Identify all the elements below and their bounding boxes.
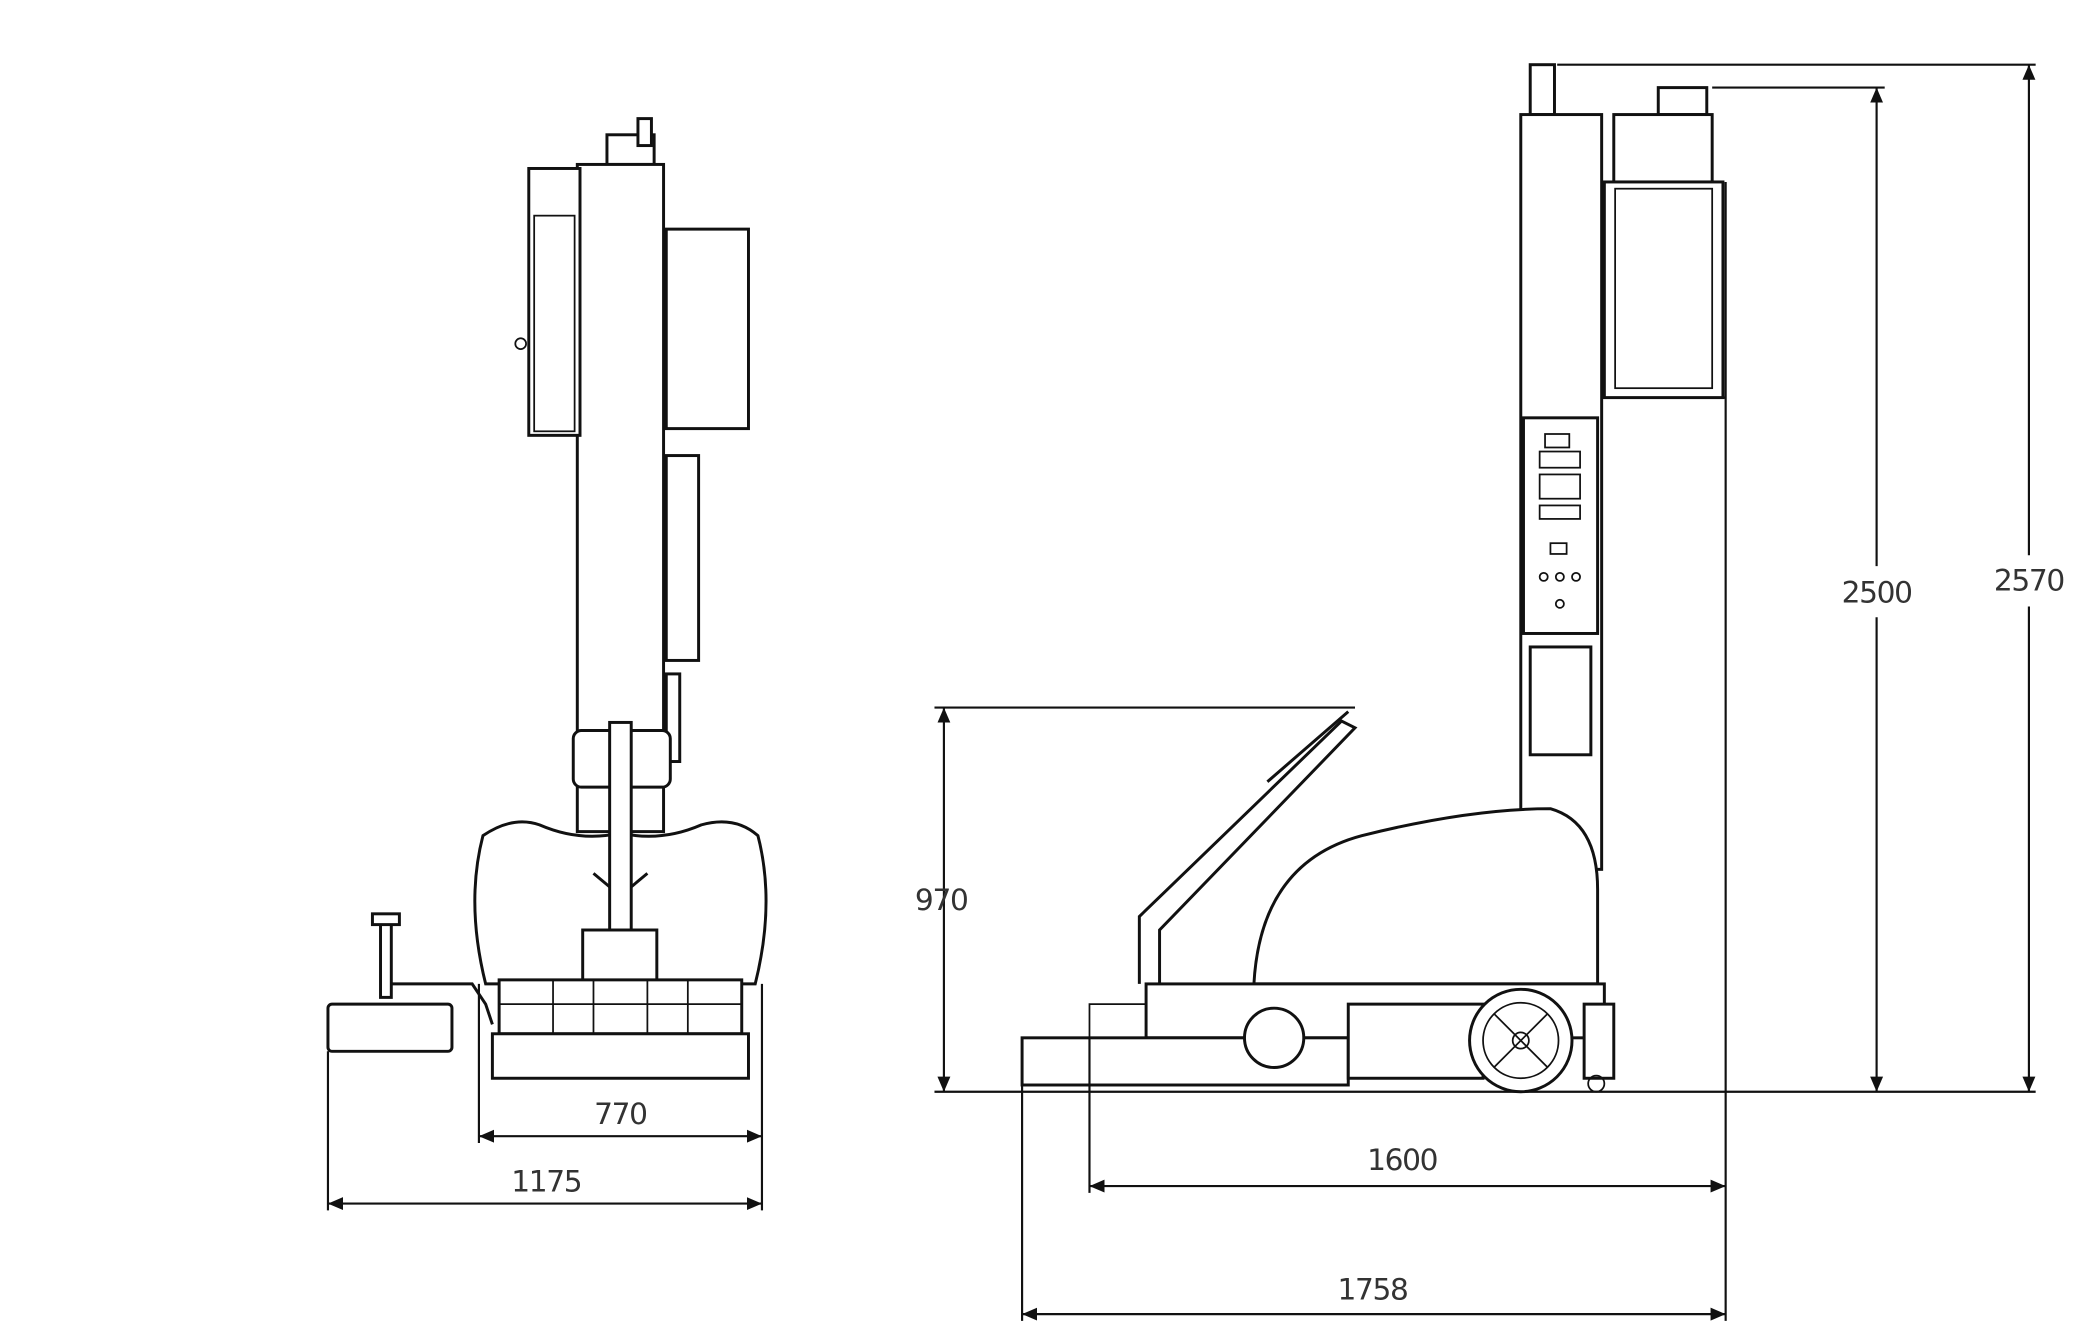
dim-2570: 2570 [1994, 562, 2064, 597]
front-view [326, 117, 768, 1080]
dim-2500: 2500 [1842, 574, 1912, 609]
front-dimensions: 770 1175 [326, 983, 764, 1211]
dim-1175: 1175 [511, 1163, 581, 1198]
dim-770: 770 [594, 1096, 647, 1131]
side-dimensions: 970 2500 2570 1600 1758 [915, 65, 2065, 1321]
dim-970: 970 [915, 882, 968, 917]
dim-1600: 1600 [1367, 1142, 1437, 1177]
side-view [1020, 63, 1726, 1094]
dim-1758: 1758 [1337, 1271, 1407, 1306]
control-panel [1521, 416, 1600, 635]
